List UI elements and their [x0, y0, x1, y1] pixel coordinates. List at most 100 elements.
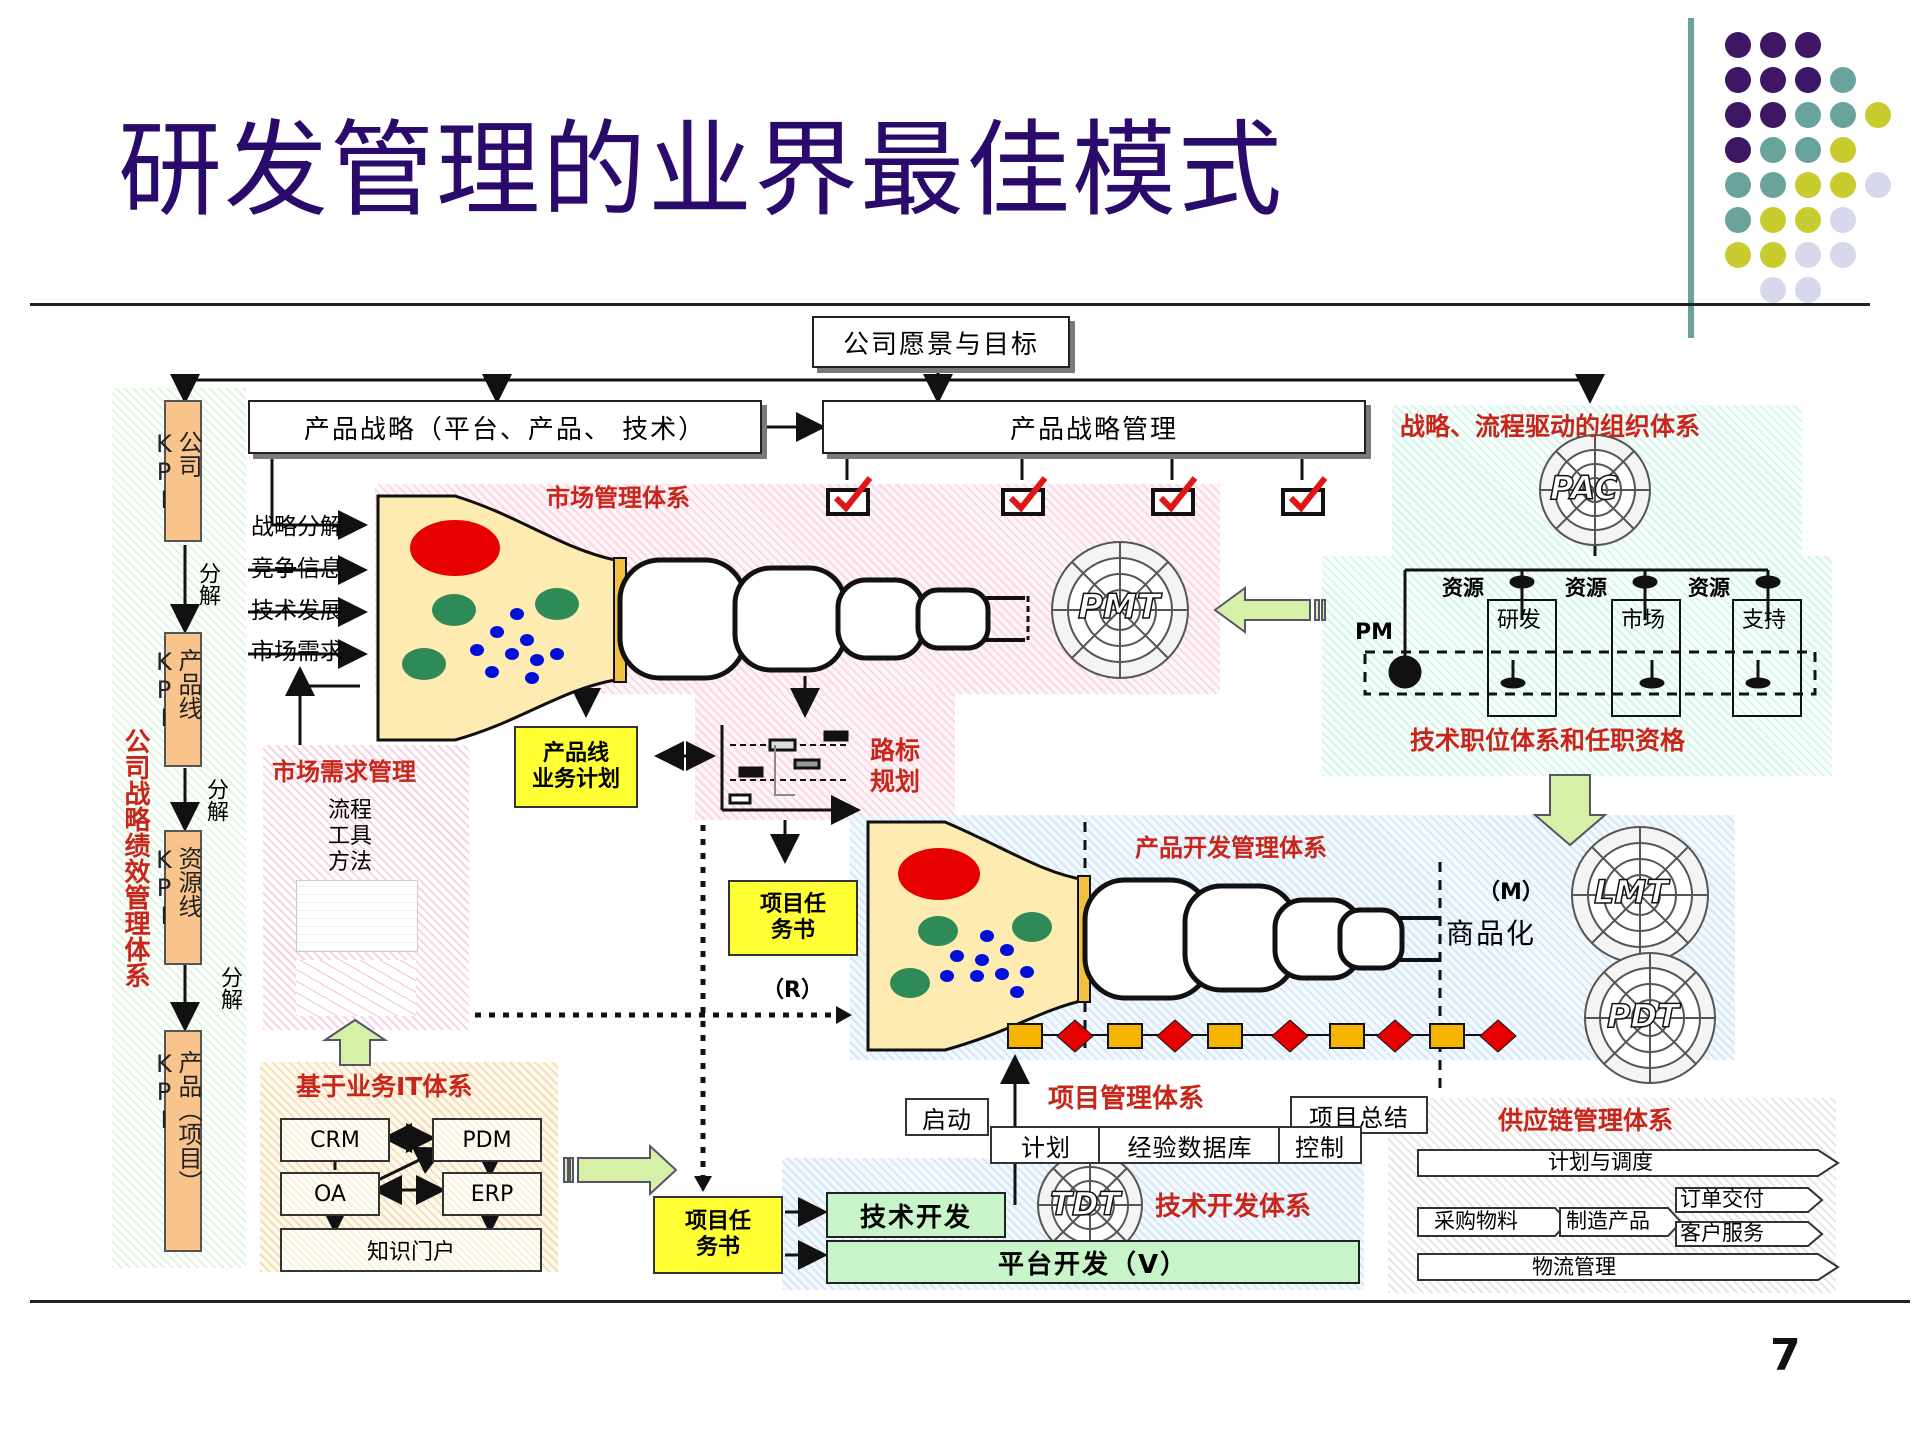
blue-dot [510, 608, 524, 620]
decorative-dot [1830, 102, 1856, 128]
input-strategy-decompose: 战略分解 [251, 514, 343, 540]
decorative-dot [1725, 172, 1751, 198]
sc-purchase: 采购物料 [1434, 1209, 1518, 1233]
kpi-decompose-2: 分解 [203, 778, 228, 822]
project-mgmt-label: 项目管理体系 [1048, 1084, 1205, 1114]
supply-chain-label: 供应链管理体系 [1498, 1106, 1674, 1135]
dev-green-dot-1 [918, 916, 958, 946]
decorative-dot [1795, 102, 1821, 128]
kpi-system-label: 公司战略绩效管理体系 [120, 728, 150, 988]
decorative-dot [1760, 102, 1786, 128]
page-title: 研发管理的业界最佳模式 [118, 109, 1285, 231]
decorative-dot [1795, 277, 1821, 303]
strategy-mgmt-box: 产品战略管理 [822, 400, 1366, 454]
market-mgmt-label: 市场管理体系 [546, 484, 690, 512]
it-crm: CRM [280, 1118, 390, 1162]
decorative-dot [1725, 32, 1751, 58]
decorative-dot [1725, 242, 1751, 268]
blue-dot [485, 666, 499, 678]
accent-vertical-bar [1688, 18, 1694, 338]
decorative-dot [1760, 137, 1786, 163]
kpi-product-project: 产品（项目）KPI [150, 1030, 202, 1252]
roadmap-sketch [720, 725, 861, 825]
sc-plan: 计划与调度 [1548, 1150, 1653, 1174]
vision-box: 公司愿景与目标 [812, 316, 1070, 368]
sc-logistics: 物流管理 [1532, 1255, 1616, 1279]
target-circles [1037, 434, 1716, 1258]
decorative-dot [1795, 137, 1821, 163]
decorative-dot [1865, 172, 1891, 198]
supply-chain-arrows [1417, 1149, 1840, 1281]
tech-dev-box: 技术开发 [826, 1192, 1006, 1238]
blue-dot [950, 950, 964, 962]
m-label: （M） [1478, 880, 1544, 905]
blue-dot [530, 654, 544, 666]
decorative-dot [1795, 67, 1821, 93]
org-dept-boxes [1487, 599, 1802, 717]
dev-mgmt-label: 产品开发管理体系 [1135, 834, 1327, 862]
block-arrows [321, 586, 1608, 1197]
blue-dot [470, 644, 484, 656]
it-system-label: 基于业务IT体系 [296, 1072, 473, 1101]
decorative-dot [1795, 207, 1821, 233]
blue-dot [1020, 966, 1034, 978]
title-divider [30, 303, 1870, 306]
blue-dot [980, 930, 994, 942]
dev-green-dot-3 [890, 968, 930, 998]
decorative-dot [1830, 137, 1856, 163]
bottom-divider [30, 1300, 1910, 1303]
blue-dot [1010, 986, 1024, 998]
blue-dot [940, 970, 954, 982]
sc-service: 客户服务 [1680, 1221, 1764, 1245]
market-green-dot-3 [402, 648, 446, 680]
decorative-dot [1760, 172, 1786, 198]
input-market-demand: 市场需求 [251, 639, 343, 665]
blue-dot [525, 672, 539, 684]
decorative-dot [1760, 277, 1786, 303]
decorative-dot [1760, 242, 1786, 268]
pac-label: PAC [1549, 469, 1618, 507]
decorative-dot [1760, 67, 1786, 93]
market-green-dot-1 [432, 594, 476, 626]
pm-start-box: 启动 [905, 1098, 989, 1136]
it-oa: OA [280, 1172, 380, 1216]
org-pins [1388, 575, 1781, 689]
kpi-resource-line: 资源线KPI [150, 830, 202, 965]
dev-green-dot-2 [1012, 912, 1052, 942]
decorative-dot [1795, 32, 1821, 58]
tdt-label: TDT [1049, 1185, 1121, 1223]
decorative-dot [1795, 172, 1821, 198]
pdt-label: PDT [1606, 997, 1679, 1035]
blue-dot [520, 634, 534, 646]
r-label: （R） [762, 978, 823, 1003]
demand-method: 方法 [328, 850, 373, 875]
demand-thumbnail-sketch [296, 960, 416, 1016]
task-book-scroll-2: 项目任 务书 [653, 1196, 783, 1274]
input-tech-development: 技术发展 [251, 598, 343, 624]
pm-experience-box: 经验数据库 [1098, 1126, 1282, 1164]
kpi-decompose-1: 分解 [195, 562, 220, 606]
decorative-dot [1725, 102, 1751, 128]
pm-label: PM [1355, 620, 1394, 645]
resource-label-2: 资源 [1565, 576, 1607, 600]
decorative-dot [1795, 242, 1821, 268]
pm-control-box: 控制 [1278, 1126, 1362, 1164]
platform-dev-box: 平台开发（V） [826, 1240, 1360, 1284]
decorative-dot [1760, 32, 1786, 58]
decorative-dot [1725, 137, 1751, 163]
decorative-dot [1830, 172, 1856, 198]
resource-label-3: 资源 [1688, 576, 1730, 600]
commercial-label: 商品化 [1446, 917, 1537, 950]
product-line-plan-scroll: 产品线 业务计划 [514, 726, 638, 808]
input-competitive-info: 竞争信息 [251, 556, 343, 582]
decorative-dot [1830, 207, 1856, 233]
decorative-dot [1830, 67, 1856, 93]
pmt-label: PMT [1077, 587, 1160, 627]
blue-dot [970, 970, 984, 982]
demand-mgmt-label: 市场需求管理 [272, 758, 416, 786]
resource-label-1: 资源 [1442, 576, 1484, 600]
pm-plan-box: 计划 [990, 1126, 1102, 1164]
demand-tools: 工具 [328, 824, 373, 849]
task-book-scroll-1: 项目任 务书 [728, 880, 858, 956]
